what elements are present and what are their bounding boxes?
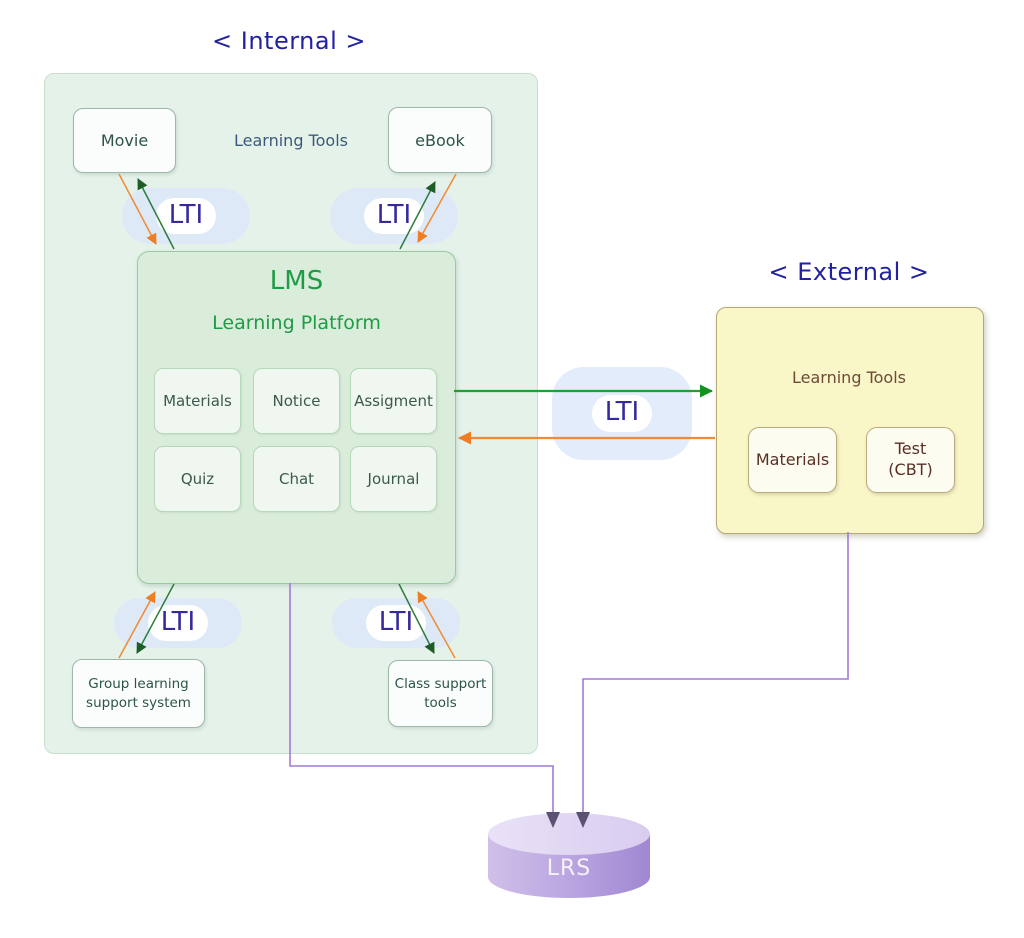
lms-title: LMS — [269, 266, 324, 296]
lti-pill-top-left: LTI — [122, 188, 250, 244]
external-panel: Materials Test (CBT) — [716, 307, 984, 534]
lms-module-notice: Notice — [253, 368, 340, 434]
lti-pill-bottom-left: LTI — [114, 598, 242, 648]
external-learning-tools-label: Learning Tools — [792, 368, 906, 387]
internal-learning-tools-label: Learning Tools — [234, 131, 348, 150]
external-node-materials: Materials — [748, 427, 837, 493]
lti-label: LTI — [363, 197, 425, 235]
lti-pill-middle: LTI — [552, 367, 692, 460]
lms-to-lrs-arrowhead — [546, 812, 560, 828]
lms-subtitle: Learning Platform — [212, 312, 381, 334]
node-movie: Movie — [73, 108, 176, 173]
external-to-lrs-arrowhead — [576, 812, 590, 828]
lms-module-chat: Chat — [253, 446, 340, 512]
lti-label: LTI — [155, 197, 217, 235]
lms-module-materials: Materials — [154, 368, 241, 434]
lti-label: LTI — [591, 395, 653, 432]
external-zone-title: < External > — [768, 258, 930, 286]
internal-zone-title: < Internal > — [212, 27, 366, 55]
lti-label: LTI — [365, 604, 427, 642]
lms-module-journal: Journal — [350, 446, 437, 512]
lti-label: LTI — [147, 604, 209, 642]
node-class-support-tools: Class support tools — [388, 660, 493, 727]
lms-module-assigment: Assigment — [350, 368, 437, 434]
external-node-test-cbt: Test (CBT) — [866, 427, 955, 493]
connector-external-to-lrs — [582, 532, 849, 814]
node-ebook: eBook — [388, 107, 492, 173]
lti-pill-bottom-right: LTI — [332, 598, 460, 648]
lrs-label: LRS — [546, 856, 592, 881]
lti-pill-top-right: LTI — [330, 188, 458, 244]
lms-panel: LMS Learning Platform Materials Notice A… — [137, 251, 456, 584]
node-group-learning-support-system: Group learning support system — [72, 659, 205, 728]
lms-module-quiz: Quiz — [154, 446, 241, 512]
